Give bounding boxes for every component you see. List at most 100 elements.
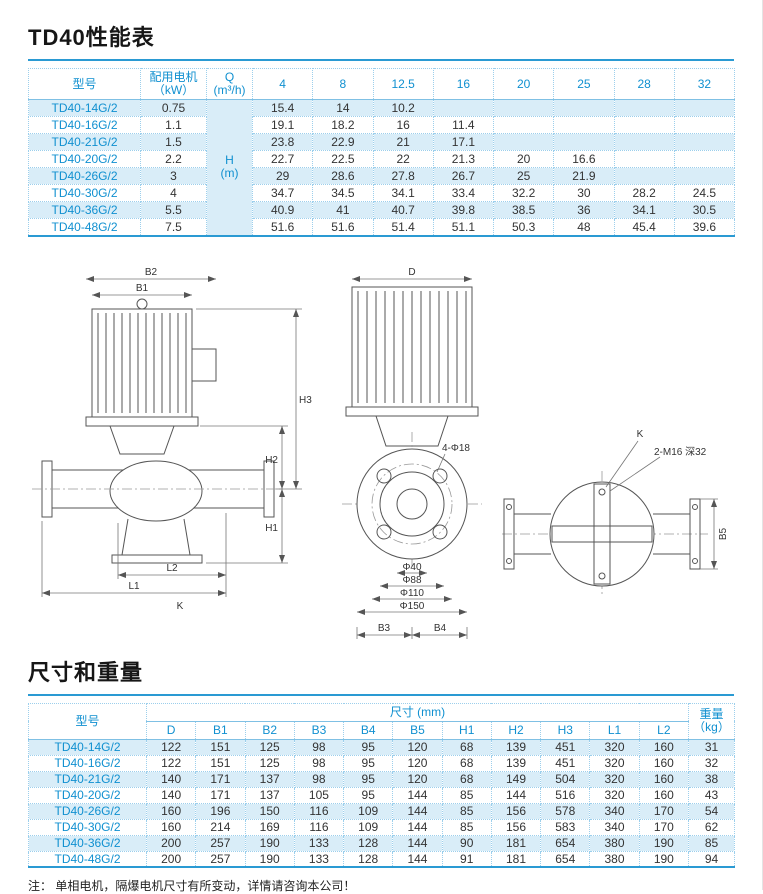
- dim-value-cell: 583: [540, 818, 591, 836]
- dimensions-header-row-2: D B1 B2 B3 B4 B5 H1 H2 H3 L1 L2: [29, 720, 735, 740]
- weight-value-cell: 43: [688, 786, 735, 804]
- dim-value-cell: 125: [244, 738, 295, 756]
- head-value-cell: 40.7: [372, 201, 434, 219]
- top-view-drawing: K 2-M16 深32 B5: [502, 429, 729, 597]
- dim-value-cell: 122: [145, 738, 197, 756]
- flange-bolt: [692, 557, 698, 564]
- dim-value-cell: 140: [145, 786, 197, 804]
- head-value-cell: 41: [312, 201, 374, 219]
- head-value-cell: 34.7: [251, 184, 314, 202]
- dim-label-d88: Φ88: [402, 575, 422, 586]
- dim-value-cell: 578: [540, 802, 591, 820]
- motor-kw-cell: 5.5: [140, 201, 207, 219]
- dim-value-cell: 144: [392, 802, 443, 820]
- cross-rib-horizontal: [551, 525, 653, 542]
- dim-value-cell: 68: [441, 754, 492, 772]
- dim-label-b1: B1: [136, 283, 149, 294]
- head-value-cell: 32.2: [492, 184, 555, 202]
- col-header-size-group: 尺寸 (mm): [146, 702, 689, 722]
- flange-outer-circle: [356, 448, 467, 559]
- model-cell: TD40-36G/2: [28, 834, 147, 852]
- head-value-cell: 40.9: [251, 201, 314, 219]
- cross-rib-vertical: [593, 483, 611, 584]
- head-value-cell: 45.4: [613, 218, 675, 236]
- col-header-model: 型号: [28, 702, 147, 740]
- dimension-column-header: D: [145, 720, 197, 740]
- head-value-cell: 26.7: [432, 167, 495, 185]
- motor-kw-cell: 7.5: [140, 218, 207, 236]
- title-underline: [28, 693, 734, 696]
- bore-circle: [396, 488, 427, 519]
- side-view-drawing: B2 B1 H3 H2 H1 L2 L1 K: [32, 267, 312, 612]
- flow-column-header: 20: [492, 68, 555, 100]
- head-value-cell: [613, 150, 675, 168]
- flow-column-header: 8: [312, 68, 374, 100]
- dim-value-cell: 214: [195, 818, 246, 836]
- head-value-cell: [492, 133, 555, 151]
- model-cell: TD40-48G/2: [28, 850, 147, 868]
- flow-column-header: 25: [553, 68, 615, 100]
- dim-value-cell: 160: [638, 770, 690, 788]
- dimensions-table-row: TD40-14G/2 122 151 125 98 95 120 68 139 …: [28, 738, 735, 756]
- model-cell: TD40-21G/2: [28, 133, 141, 151]
- dim-value-cell: 95: [343, 786, 394, 804]
- dim-value-cell: 160: [638, 754, 690, 772]
- head-value-cell: 23.8: [251, 133, 314, 151]
- flow-column-header: 12.5: [372, 68, 434, 100]
- q-header-line1: Q: [224, 70, 235, 84]
- dim-value-cell: 200: [145, 834, 197, 852]
- col-header-motor: 配用电机（kW）: [140, 68, 207, 100]
- motor-kw-cell: 3: [140, 167, 207, 185]
- motor-body: [91, 308, 193, 417]
- model-cell: TD40-16G/2: [28, 754, 147, 772]
- model-cell: TD40-14G/2: [28, 99, 141, 117]
- dim-value-cell: 160: [145, 818, 197, 836]
- dim-value-cell: 85: [441, 818, 492, 836]
- head-value-cell: 38.5: [492, 201, 555, 219]
- bolt-hole: [376, 468, 391, 483]
- dim-value-cell: 85: [441, 786, 492, 804]
- head-value-cell: 22: [372, 150, 434, 168]
- dim-value-cell: 156: [490, 818, 542, 836]
- leader-line: [605, 440, 639, 487]
- dim-value-cell: 160: [638, 786, 690, 804]
- head-value-cell: 28.6: [312, 167, 374, 185]
- head-symbol: H: [225, 153, 234, 168]
- dimensions-section-title: 尺寸和重量: [28, 659, 144, 685]
- dim-value-cell: 144: [490, 786, 542, 804]
- motor-kw-cell: 1.5: [140, 133, 207, 151]
- terminal-box: [191, 348, 217, 381]
- performance-table-row: TD40-14G/2 0.75 H(m) 15.4 14 10.2: [28, 99, 736, 236]
- head-value-cell: 17.1: [432, 133, 495, 151]
- dim-value-cell: 120: [392, 754, 443, 772]
- dim-value-cell: 128: [343, 850, 394, 868]
- tapped-hole: [598, 572, 606, 579]
- dim-value-cell: 190: [244, 850, 295, 868]
- volute: [109, 460, 203, 521]
- dim-value-cell: 128: [343, 834, 394, 852]
- weight-value-cell: 94: [688, 850, 735, 868]
- head-value-cell: 21.9: [553, 167, 615, 185]
- dimension-column-header: B2: [244, 720, 295, 740]
- head-value-cell: 21.3: [432, 150, 495, 168]
- head-value-cell: 51.6: [312, 218, 374, 236]
- dim-value-cell: 156: [490, 802, 542, 820]
- dim-value-cell: 133: [293, 850, 345, 868]
- dim-value-cell: 122: [145, 754, 197, 772]
- dim-label-h1: H1: [265, 523, 278, 534]
- flange-bolt: [692, 503, 698, 510]
- front-view-drawing: D 4-Φ18 Φ40 Φ88 Φ110 Φ150: [341, 267, 482, 639]
- dim-label-d: D: [408, 267, 415, 278]
- dim-value-cell: 68: [441, 770, 492, 788]
- bolt-note-label: 4-Φ18: [442, 443, 470, 454]
- dimensions-table: 型号 尺寸 (mm) 重量（kg） D B1 B2 B3 B4 B5 H1 H2…: [28, 702, 735, 868]
- head-value-cell: 28.2: [613, 184, 675, 202]
- model-cell: TD40-36G/2: [28, 201, 141, 219]
- dim-value-cell: 149: [490, 770, 542, 788]
- dim-value-cell: 120: [392, 738, 443, 756]
- dim-value-cell: 151: [195, 738, 246, 756]
- dim-label-k: K: [637, 429, 644, 440]
- head-value-cell: [613, 116, 675, 134]
- dimensions-table-row: TD40-16G/2 122 151 125 98 95 120 68 139 …: [28, 754, 735, 772]
- dim-value-cell: 257: [195, 850, 246, 868]
